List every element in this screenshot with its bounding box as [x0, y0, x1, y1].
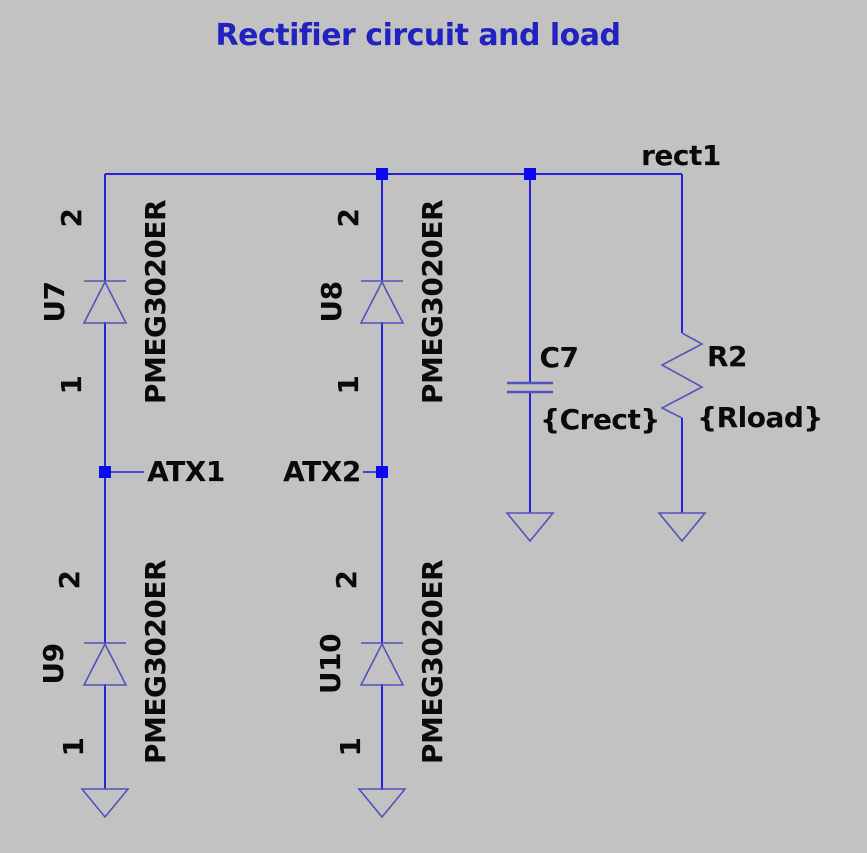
pin-number-u8-anode: 1: [332, 375, 365, 395]
junction-dot: [376, 168, 388, 180]
ground-symbol-u9[interactable]: [80, 788, 130, 819]
diode-u7-symbol[interactable]: [82, 280, 128, 324]
component-part-u9[interactable]: PMEG3020ER: [139, 559, 172, 765]
ground-symbol-c7[interactable]: [505, 512, 555, 543]
pin-number-u7-cathode: 2: [55, 208, 88, 228]
net-label-rect1[interactable]: rect1: [641, 139, 721, 172]
pin-number-u9-anode: 1: [57, 737, 90, 757]
pin-number-u7-anode: 1: [55, 375, 88, 395]
capacitor-c7-symbol[interactable]: [507, 381, 553, 394]
component-ref-u10[interactable]: U10: [314, 633, 347, 695]
component-ref-u7[interactable]: U7: [38, 281, 71, 323]
net-label-atx2[interactable]: ATX2: [283, 455, 361, 488]
pin-number-u8-cathode: 2: [332, 208, 365, 228]
diode-u8-symbol[interactable]: [359, 280, 405, 324]
component-value-c7[interactable]: {Crect}: [540, 403, 660, 436]
pin-number-u10-cathode: 2: [330, 570, 363, 590]
schematic-title[interactable]: Rectifier circuit and load: [215, 18, 621, 53]
diode-u9-symbol[interactable]: [82, 642, 128, 686]
junction-dot: [99, 466, 111, 478]
component-part-u10[interactable]: PMEG3020ER: [416, 559, 449, 765]
component-part-u8[interactable]: PMEG3020ER: [416, 199, 449, 405]
pin-number-u9-cathode: 2: [53, 570, 86, 590]
resistor-r2-symbol[interactable]: [660, 332, 704, 419]
component-part-u7[interactable]: PMEG3020ER: [139, 199, 172, 405]
ground-symbol-r2[interactable]: [657, 512, 707, 543]
diode-u10-symbol[interactable]: [359, 642, 405, 686]
component-ref-r2[interactable]: R2: [706, 340, 748, 373]
net-label-atx1[interactable]: ATX1: [147, 455, 225, 488]
ground-symbol-u10[interactable]: [357, 788, 407, 819]
component-ref-u8[interactable]: U8: [315, 281, 348, 323]
component-value-r2[interactable]: {Rload}: [697, 401, 823, 434]
junction-dot: [376, 466, 388, 478]
component-ref-u9[interactable]: U9: [37, 643, 70, 685]
junction-dot: [524, 168, 536, 180]
component-ref-c7[interactable]: C7: [539, 341, 579, 374]
pin-number-u10-anode: 1: [334, 737, 367, 757]
